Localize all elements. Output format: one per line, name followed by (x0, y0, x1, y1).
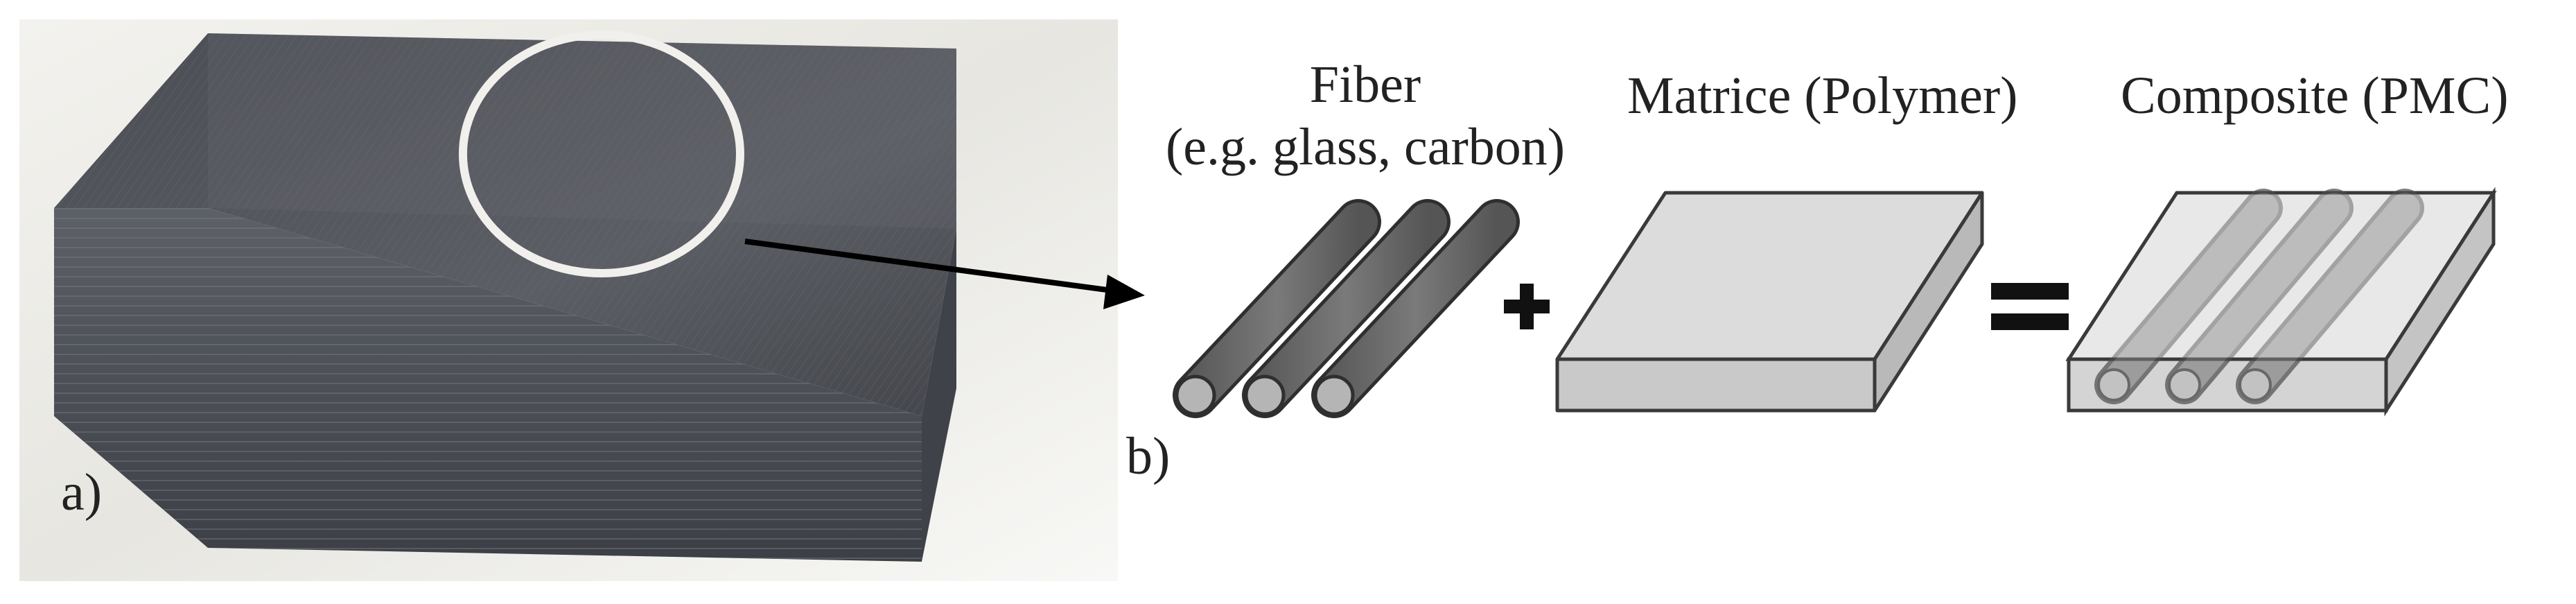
panel-a-label: a) (61, 463, 103, 521)
block-layer-lines (54, 208, 922, 562)
arrow-icon (744, 239, 1145, 309)
equals-icon (1991, 283, 2069, 330)
matrix-front-face (1555, 357, 1877, 413)
fiber-rod (1311, 199, 1520, 418)
matrix-title: Matrice (Polymer) (1627, 67, 2018, 125)
composite-top-overlay (2065, 191, 2497, 361)
block-top-highlight (208, 33, 956, 229)
composite-side-face (2384, 187, 2496, 417)
block-right-face (922, 229, 956, 562)
fiber-rods (1173, 199, 1520, 418)
matrix-slab (1555, 191, 1984, 413)
embedded-fiber (2165, 189, 2354, 404)
fiber-title: Fiber (e.g. glass, carbon) (1130, 54, 1601, 178)
embedded-fiber (2236, 189, 2424, 404)
embedded-fiber (2094, 189, 2283, 404)
panel-b-label: b) (1126, 427, 1171, 485)
callout-ring (459, 31, 744, 277)
block-weave-texture (54, 33, 956, 416)
matrix-side-face (1873, 191, 1984, 413)
fiber-title-line1: Fiber (1309, 55, 1421, 114)
plus-icon (1504, 284, 1550, 329)
fiber-rod (1242, 199, 1451, 418)
fiber-title-line2: (e.g. glass, carbon) (1165, 117, 1566, 176)
composite-title: Composite (PMC) (2121, 67, 2509, 125)
composite-slab (2065, 187, 2497, 417)
panel-a-photo (19, 19, 1118, 581)
fiber-rod (1173, 199, 1381, 418)
